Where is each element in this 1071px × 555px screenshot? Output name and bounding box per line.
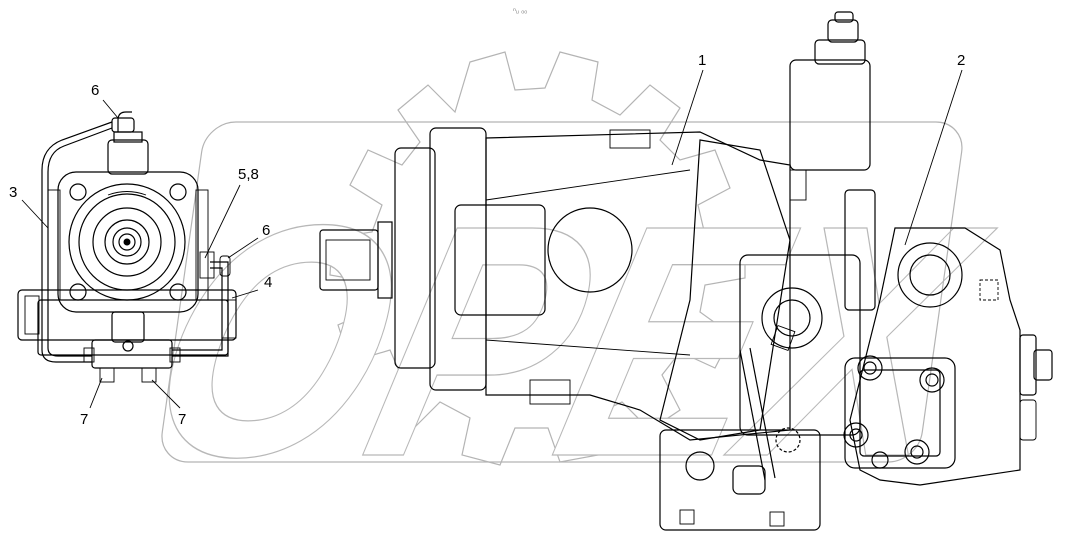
callout-7-right: 7 (178, 411, 187, 428)
callout-6-top: 6 (91, 82, 100, 99)
watermark-text: OPEX (118, 121, 1016, 527)
pump-side-view (319, 11, 1053, 531)
leader-lines (21, 69, 963, 409)
svg-text:OPEX: OPEX (119, 158, 1016, 526)
callout-7-left: 7 (80, 411, 89, 428)
callout-5-8: 5,8 (238, 166, 259, 183)
top-mark: ⁿᵤ ₒₒ (513, 6, 527, 15)
callout-1: 1 (698, 52, 707, 69)
pump-end-view (17, 111, 237, 383)
watermark-gear (329, 51, 746, 466)
callout-3: 3 (9, 184, 18, 201)
callout-6-right: 6 (262, 222, 271, 239)
callout-4: 4 (264, 274, 273, 291)
callout-2: 2 (957, 52, 966, 69)
